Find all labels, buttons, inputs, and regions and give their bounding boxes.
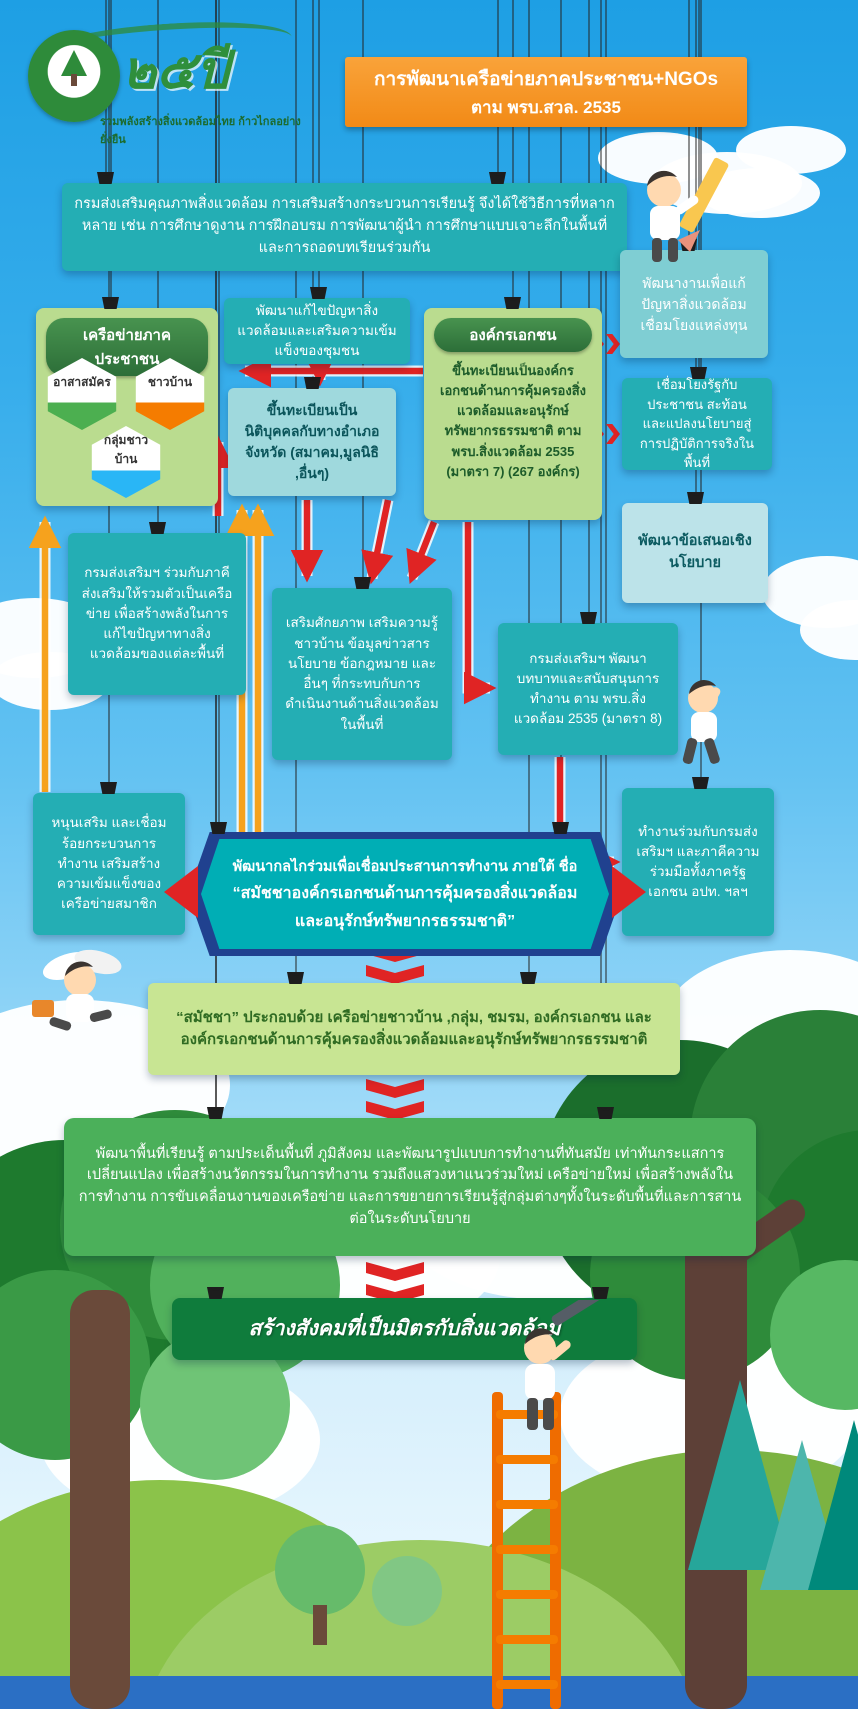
red-arrow-left-icon [164, 866, 198, 918]
logo-tree-trunk-icon [71, 74, 77, 86]
assembly-line2: “สมัชชาองค์กรเอกชนด้านการคุ้มครองสิ่งแวด… [232, 884, 578, 902]
binder-clip-icon [504, 297, 521, 309]
binder-clip-icon [304, 377, 321, 389]
binder-clip-icon [149, 522, 166, 534]
fund-link-box: พัฒนางานเพื่อแก้ปัญหาสิ่งแวดล้อม เชื่อมโ… [620, 250, 768, 358]
assembly-badge-inner: พัฒนากลไกร่วมเพื่อเชื่อมประสานการทำงาน ภ… [201, 839, 609, 949]
small-tree-trunk [313, 1605, 327, 1645]
binder-clip-icon [489, 172, 506, 184]
small-tree [372, 1556, 442, 1626]
character-flying [10, 928, 150, 1043]
ngo-title: องค์กรเอกชน [434, 318, 592, 352]
logo-years-text: ๒๕ปี [122, 42, 229, 100]
tree-trunk [70, 1290, 130, 1709]
solve-env-box: พัฒนาแก้ไขปัญหาสิ่งแวดล้อมและเสริมความเข… [224, 298, 410, 364]
binder-clip-icon [520, 972, 537, 984]
briefcase-icon [32, 1000, 54, 1017]
hanging-string [605, 0, 607, 1118]
hanging-string [110, 0, 112, 308]
logo-tagline: รวมพลังสร้างสิ่งแวดล้อมไทย ก้าวไกลอย่างย… [100, 116, 301, 146]
work-with-dept-box: ทำงานร่วมกับกรมส่งเสริมฯ และภาคีความร่วม… [622, 788, 774, 936]
juristic-registration-box: ขึ้นทะเบียนเป็นนิติบุคคลกับทางอำเภอ จังห… [228, 388, 396, 496]
binder-clip-icon [100, 782, 117, 794]
binder-clip-icon [210, 822, 227, 834]
assembly-badge: พัฒนากลไกร่วมเพื่อเชื่อมประสานการทำงาน ภ… [164, 832, 646, 956]
title-banner: การพัฒนาเครือข่ายภาคประชาชน+NGOs ตาม พรบ… [345, 57, 747, 127]
title-line2: ตาม พรบ.สวล. 2535 [471, 97, 621, 117]
binder-clip-icon [592, 1287, 609, 1299]
binder-clip-icon [580, 612, 597, 624]
develop-learning-box: พัฒนาพื้นที่เรียนรู้ ตามประเด็นพื้นที่ ภ… [64, 1118, 756, 1256]
binder-clip-icon [692, 777, 709, 789]
binder-clip-icon [207, 1107, 224, 1119]
telescope-icon [551, 1290, 601, 1326]
binder-clip-icon [97, 172, 114, 184]
ngo-panel: องค์กรเอกชน ขึ้นทะเบียนเป็นองค์กรเอกชนด้… [424, 308, 602, 520]
binder-clip-icon [687, 492, 704, 504]
binder-clip-icon [287, 972, 304, 984]
binder-clip-icon [310, 287, 327, 299]
people-network-panel: เครือข่ายภาคประชาชน อาสาสมัคร ชาวบ้าน กล… [36, 308, 218, 506]
ngo-body: ขึ้นทะเบียนเป็นองค์กรเอกชนด้านการคุ้มครอ… [440, 363, 586, 479]
dept-join-box: กรมส่งเสริมฯ ร่วมกับภาคีส่งเสริมให้รวมตั… [68, 533, 246, 695]
red-arrow-right-icon [612, 866, 646, 918]
logo-tree-icon [61, 50, 87, 76]
character-climbing [655, 672, 750, 792]
cloud [736, 126, 846, 174]
assembly-line1: พัฒนากลไกร่วมเพื่อเชื่อมประสานการทำงาน ภ… [232, 858, 578, 875]
character-writing [618, 148, 738, 273]
hexagon-village-groups: กลุ่มชาวบ้าน [91, 426, 161, 498]
assembly-line3: และอนุรักษ์ทรัพยากรธรรมชาติ” [294, 912, 516, 930]
hanging-string [512, 0, 514, 308]
logo: ๒๕ปี รวมพลังสร้างสิ่งแวดล้อมไทย ก้าวไกลอ… [28, 15, 318, 147]
binder-clip-icon [690, 367, 707, 379]
hanging-string [362, 0, 364, 588]
hanging-string [318, 0, 320, 298]
pencil-icon [678, 157, 729, 252]
title-line1: การพัฒนาเครือข่ายภาคประชาชน+NGOs [373, 68, 719, 90]
binder-clip-icon [207, 1287, 224, 1299]
dept-role-box: กรมส่งเสริมฯ พัฒนาบทบาทและสนับสนุนการทำง… [498, 623, 678, 755]
assembly-description-box: “สมัชชา” ประกอบด้วย เครือข่ายชาวบ้าน ,กล… [148, 983, 680, 1075]
hanging-string [218, 0, 220, 833]
support-network-box: หนุนเสริม และเชื่อมร้อยกระบวนการทำงาน เส… [33, 793, 185, 935]
small-tree [275, 1525, 365, 1615]
binder-clip-icon [597, 1107, 614, 1119]
intro-box: กรมส่งเสริมคุณภาพสิ่งแวดล้อม การเสริมสร้… [62, 183, 627, 271]
state-link-box: เชื่อมโยงรัฐกับประชาชน สะท้อน และแปลงนโย… [622, 377, 772, 470]
empower-box: เสริมศักยภาพ เสริมความรู้ชาวบ้าน ข้อมูลข… [272, 588, 452, 760]
binder-clip-icon [354, 577, 371, 589]
character-on-ladder [470, 1290, 620, 1470]
policy-proposal-box: พัฒนาข้อเสนอเชิงนโยบาย [622, 503, 768, 603]
binder-clip-icon [102, 297, 119, 309]
binder-clip-icon [552, 822, 569, 834]
